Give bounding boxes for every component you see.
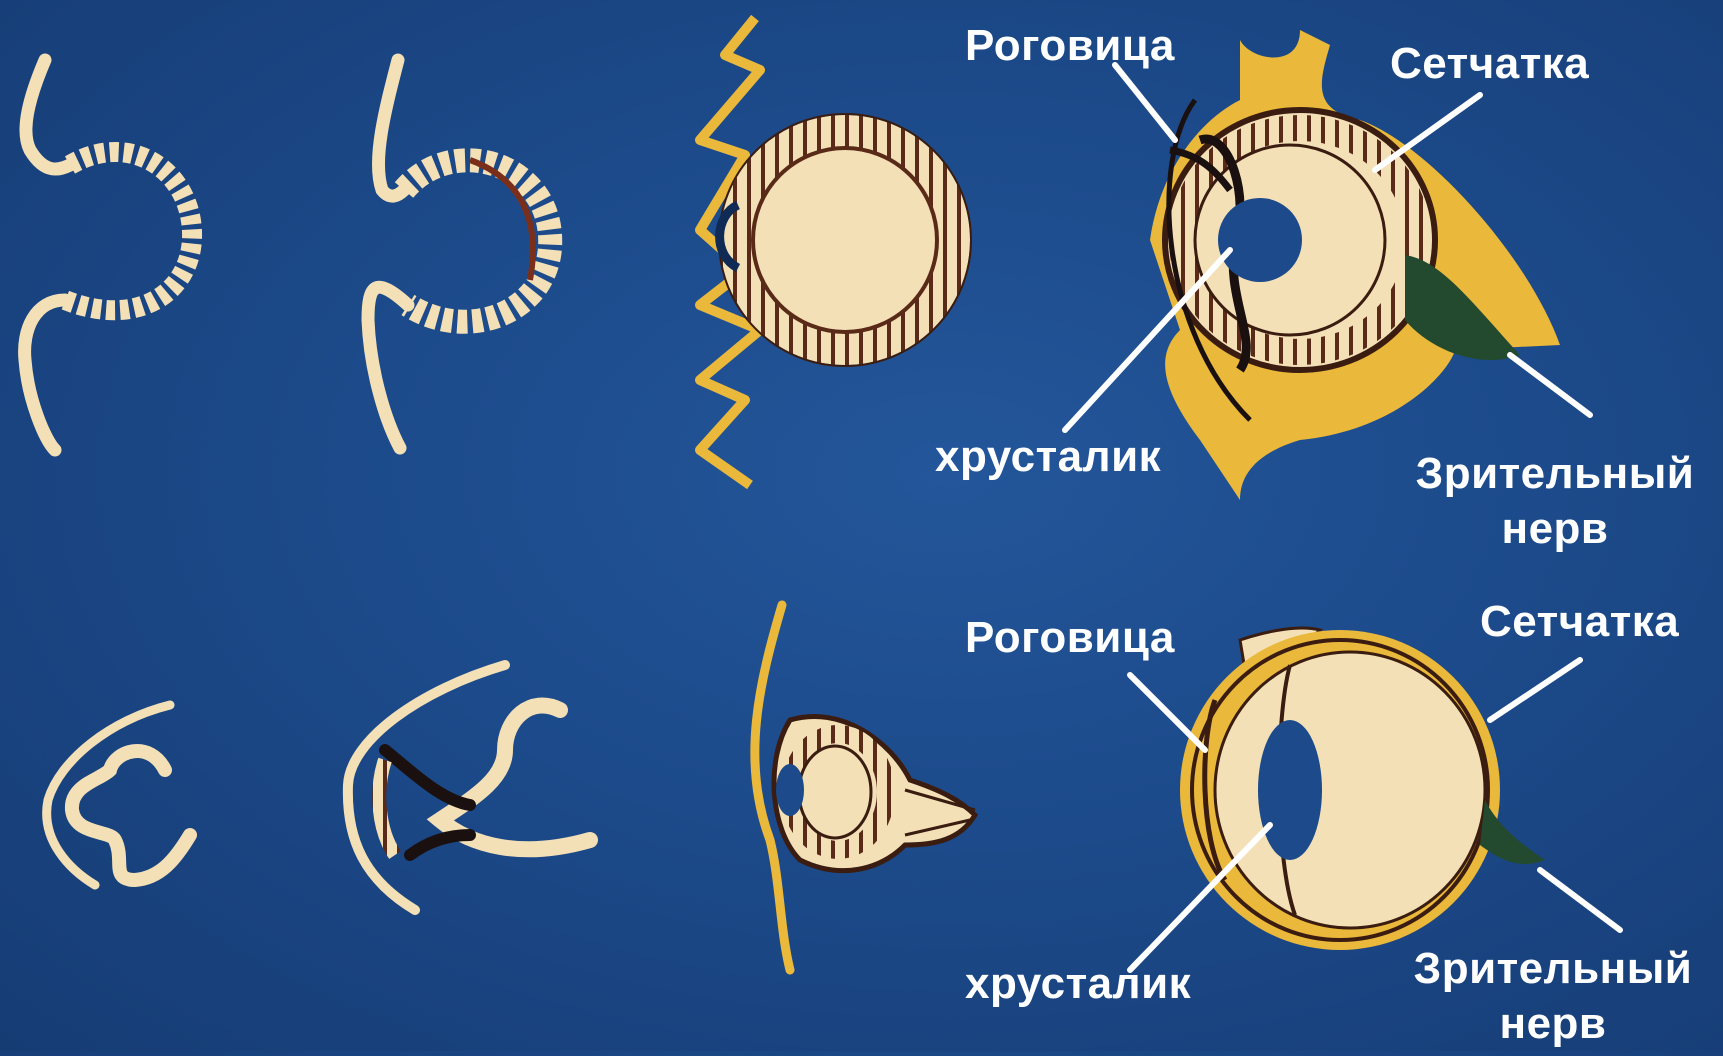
label-lens-bottom: хрусталик: [965, 960, 1191, 1008]
pointer-cornea-bottom: [1130, 675, 1205, 750]
label-retina-top: Сетчатка: [1390, 40, 1589, 88]
stage-3-lens-eye: [700, 18, 971, 485]
label-optic-nerve-bottom-line1: Зрительный: [1403, 945, 1703, 993]
stage-4-human-eye: [1180, 628, 1545, 950]
label-cornea-top: Роговица: [965, 22, 1175, 70]
label-retina-bottom: Сетчатка: [1480, 598, 1679, 646]
pointer-optic-nerve-top: [1510, 355, 1590, 415]
label-optic-nerve-top-line1: Зрительный: [1405, 450, 1705, 498]
stage-4-vertebrate-eye: [1150, 30, 1560, 500]
label-optic-nerve-top-line2: нерв: [1405, 505, 1705, 553]
pointer-optic-nerve-bottom: [1540, 870, 1620, 930]
pointer-retina-top: [1375, 95, 1480, 170]
stage-1-placode: [47, 705, 190, 885]
pointer-cornea-top: [1115, 65, 1175, 140]
stage-1-eye-spot: [25, 60, 192, 450]
stage-3-optic-cup: [755, 605, 975, 970]
label-cornea-bottom: Роговица: [965, 614, 1175, 662]
label-optic-nerve-bottom-line2: нерв: [1403, 1000, 1703, 1048]
stage-2-eye-cup: [368, 60, 550, 448]
label-lens-top: хрусталик: [935, 433, 1161, 481]
pointer-retina-bottom: [1490, 660, 1580, 720]
stage-2-optic-vesicle: [348, 665, 590, 910]
